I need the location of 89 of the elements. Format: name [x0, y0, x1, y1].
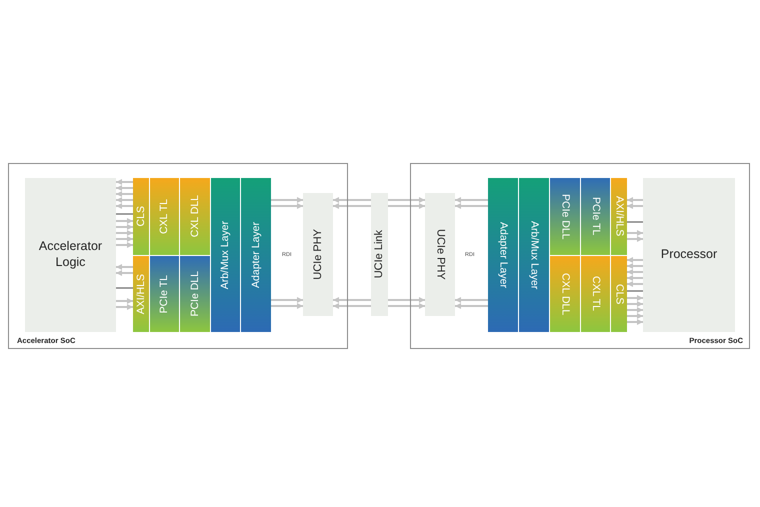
soc-container: [8, 163, 348, 349]
arrow: [627, 197, 643, 203]
block-label: CXL TL: [590, 276, 601, 312]
arrow: [333, 297, 371, 303]
block-label: AXI/HLS: [614, 196, 624, 237]
logic-block: [643, 178, 735, 332]
arrow: [116, 298, 133, 304]
arrow: [271, 303, 303, 309]
arrow: [627, 301, 643, 307]
arrow: [627, 257, 643, 263]
phy-block: [425, 193, 455, 316]
arrow: [116, 218, 133, 224]
block-label: PCIe TL: [159, 274, 170, 314]
block-label: PCIe TL: [590, 197, 601, 236]
block-label: CXL DLL: [190, 195, 200, 238]
connector-line: [626, 290, 644, 292]
arrow: [627, 263, 643, 269]
arrow: [116, 197, 133, 203]
arrow: [627, 313, 643, 319]
layer-block: [241, 178, 271, 332]
arrow: [116, 242, 133, 248]
arrow: [271, 203, 303, 209]
block-label: CXL DLL: [560, 272, 570, 316]
link-block: [371, 193, 388, 316]
arrow: [116, 236, 133, 242]
block-label: UCIe Link: [374, 230, 385, 279]
arrow: [455, 303, 488, 309]
arrow: [116, 304, 133, 310]
block-label: Processor: [660, 247, 718, 263]
block-label: UCIe PHY: [312, 229, 324, 280]
block-label: Adapter Layer: [250, 222, 262, 288]
layer-block: [133, 178, 149, 255]
arrow: [455, 203, 488, 209]
block-label: CXL TL: [159, 198, 170, 234]
arrow: [116, 185, 133, 191]
arrow: [627, 307, 643, 313]
layer-block: [550, 256, 580, 332]
arrow: [388, 297, 425, 303]
arrow: [627, 319, 643, 325]
arrow: [388, 203, 425, 209]
layer-block: [519, 178, 549, 332]
arrow: [116, 203, 133, 209]
block-label: CLS: [136, 206, 146, 227]
arrow: [455, 197, 488, 203]
arrow: [333, 203, 371, 209]
arrow: [116, 264, 133, 270]
arrow: [116, 224, 133, 230]
arrow: [455, 297, 488, 303]
layer-block: [581, 256, 610, 332]
layer-block: [550, 178, 580, 255]
logic-block: [25, 178, 116, 332]
arrow: [116, 270, 133, 276]
arrow: [388, 197, 425, 203]
layer-block: [133, 256, 149, 332]
block-label: Accelerator Logic: [38, 239, 104, 271]
arrow: [627, 269, 643, 275]
layer-block: [180, 178, 210, 255]
block-label: PCIe DLL: [190, 271, 200, 317]
arrow: [271, 197, 303, 203]
arrow: [333, 197, 371, 203]
block-label: PCIe DLL: [560, 194, 570, 240]
arrow: [627, 236, 643, 242]
phy-block: [303, 193, 333, 316]
arrow: [627, 281, 643, 287]
layer-block: [488, 178, 518, 332]
arrow: [627, 230, 643, 236]
arrow: [627, 203, 643, 209]
block-label: UCIe PHY: [434, 229, 446, 280]
layer-block: [150, 256, 179, 332]
layer-block: [211, 178, 240, 332]
block-label: Adapter Layer: [498, 222, 508, 288]
block-label: Arb/Mux Layer: [528, 220, 540, 290]
block-label: Arb/Mux Layer: [220, 220, 231, 290]
arrow: [627, 275, 643, 281]
arrow: [388, 303, 425, 309]
arrow: [116, 230, 133, 236]
layer-block: [611, 256, 627, 332]
layer-block: [581, 178, 610, 255]
arrow: [271, 297, 303, 303]
layer-block: [150, 178, 179, 255]
block-label: CLS: [614, 284, 624, 304]
arrow: [627, 295, 643, 301]
layer-block: [180, 256, 210, 332]
block-label: AXI/HLS: [136, 274, 146, 314]
arrow: [116, 191, 133, 197]
soc-container: [410, 163, 750, 349]
arrow: [116, 179, 133, 185]
layer-block: [611, 178, 627, 255]
arrow: [333, 303, 371, 309]
